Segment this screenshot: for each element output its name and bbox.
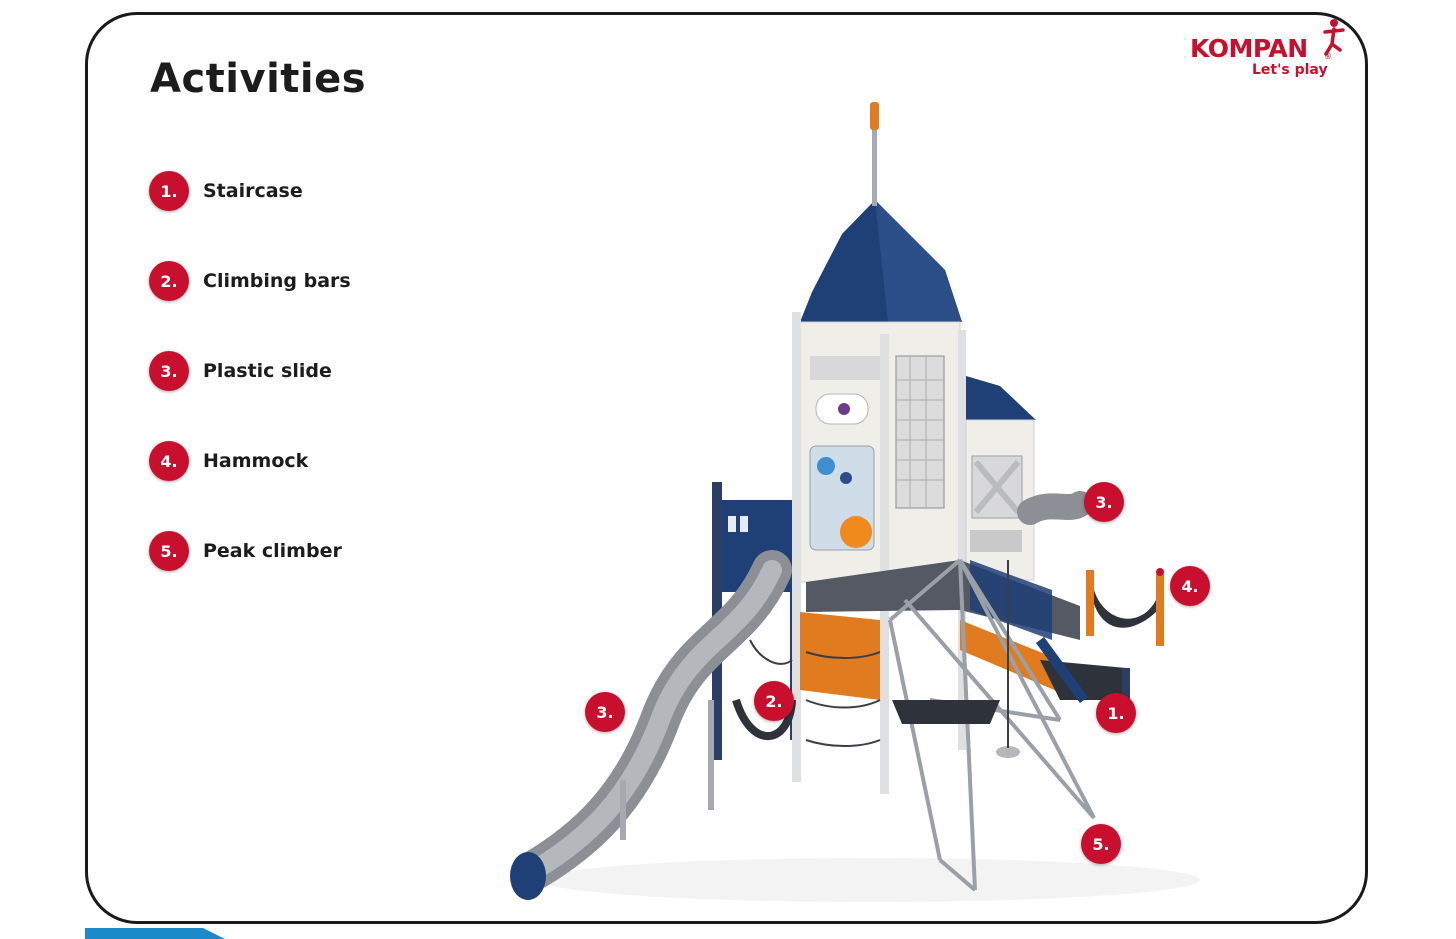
activity-label: Peak climber xyxy=(203,540,342,562)
playground-illustration xyxy=(510,102,1200,902)
peak-climber xyxy=(888,558,1096,892)
logo-wordmark: KOMPAN xyxy=(1190,34,1308,63)
content-frame xyxy=(85,12,1368,924)
activity-item: 5. Peak climber xyxy=(149,531,409,571)
callout-climbing-bars: 2. xyxy=(754,681,794,721)
callout-plastic-slide-left: 3. xyxy=(585,692,625,732)
activity-number-badge: 2. xyxy=(149,261,189,301)
activity-item: 1. Staircase xyxy=(149,171,409,211)
callout-plastic-slide-right: 3. xyxy=(1084,482,1124,522)
hammock xyxy=(1086,568,1164,646)
callout-hammock: 4. xyxy=(1170,566,1210,606)
activity-item: 4. Hammock xyxy=(149,441,409,481)
activity-number-badge: 3. xyxy=(149,351,189,391)
activity-number-badge: 4. xyxy=(149,441,189,481)
activity-item: 2. Climbing bars xyxy=(149,261,409,301)
activity-number-badge: 5. xyxy=(149,531,189,571)
right-tower xyxy=(965,376,1036,581)
callout-peak-climber: 5. xyxy=(1081,824,1121,864)
page-title: Activities xyxy=(150,56,367,102)
right-plastic-slide xyxy=(1017,491,1093,525)
climbing-bars xyxy=(732,639,881,747)
activity-item: 3. Plastic slide xyxy=(149,351,409,391)
activity-label: Staircase xyxy=(203,180,303,202)
activity-label: Climbing bars xyxy=(203,270,351,292)
logo-tagline: Let's play xyxy=(1252,62,1328,78)
ground-shadow xyxy=(540,858,1200,902)
main-tower xyxy=(792,102,966,794)
kompan-logo: KOMPAN ® Let's play xyxy=(1186,18,1346,86)
activity-label: Plastic slide xyxy=(203,360,332,382)
platform-deck xyxy=(800,560,1126,700)
logo-registered-mark: ® xyxy=(1324,52,1332,61)
staircase xyxy=(1035,637,1130,704)
logo-figure-icon xyxy=(1323,19,1345,56)
callout-staircase: 1. xyxy=(1096,693,1136,733)
left-plastic-slide xyxy=(510,550,792,900)
activity-label: Hammock xyxy=(203,450,309,472)
activity-number-badge: 1. xyxy=(149,171,189,211)
footer-accent-bar xyxy=(85,928,225,939)
